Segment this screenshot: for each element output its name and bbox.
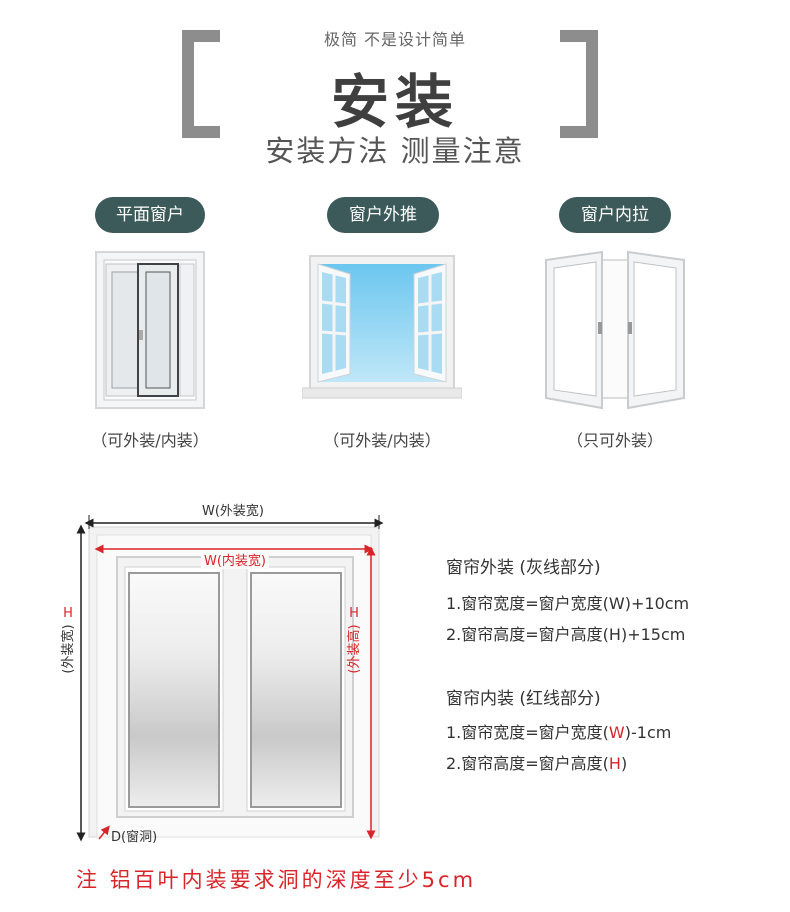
inner-height-var: H [608,754,621,773]
inward-window-image [545,250,685,410]
header-tagline: 安装方法 测量注意 [265,134,525,168]
depth-note: 注 铝百叶内装要求洞的深度至少5cm [76,868,477,892]
outer-height-h-label: H [63,606,73,621]
inner-height-prefix: 2.窗帘高度=窗户高度( [446,754,609,773]
inner-height-h-label: H [349,606,359,621]
inner-width-prefix: 1.窗帘宽度=窗户宽度( [446,723,609,742]
outer-width-label: W(外装宽) [202,503,264,519]
window-caption-inward: （只可外装） [566,431,663,450]
window-caption-sliding: （可外装/内装） [91,431,209,450]
inner-width-var: W [608,723,625,742]
window-type-label-outward: 窗户外推 [327,197,439,233]
inner-install-title: 窗帘内装 (红线部分) [446,689,601,709]
inner-width-label: W(内装宽) [204,553,266,569]
outer-height-label: (外装宽) [60,624,76,673]
outward-window-image [302,255,462,399]
left-bracket [182,30,220,138]
page-title: 安装 [330,68,459,136]
measurement-diagram: W(外装宽) W(内装宽) H (外装宽) H (外装高) D(窗洞) [60,501,384,845]
inner-height-label: (外装高) [346,624,362,673]
inner-width-suffix: )-1cm [624,723,672,742]
depth-label: D(窗洞) [111,829,157,845]
window-caption-outward: （可外装/内装） [323,431,441,450]
header-subtitle: 极简 不是设计简单 [323,30,467,49]
outer-install-width: 1.窗帘宽度=窗户宽度(W)+10cm [446,594,690,613]
window-type-label-inward: 窗户内拉 [559,197,671,233]
inner-install-width: 1.窗帘宽度=窗户宽度(W)-1cm [446,719,671,743]
window-type-label-sliding: 平面窗户 [95,197,205,233]
outer-install-title: 窗帘外装 (灰线部分) [446,558,601,578]
sliding-window-image [95,251,205,409]
inner-install-height: 2.窗帘高度=窗户高度(H) [446,750,627,774]
outer-install-height: 2.窗帘高度=窗户高度(H)+15cm [446,625,686,644]
inner-height-suffix: ) [620,754,628,773]
right-bracket [560,30,598,138]
